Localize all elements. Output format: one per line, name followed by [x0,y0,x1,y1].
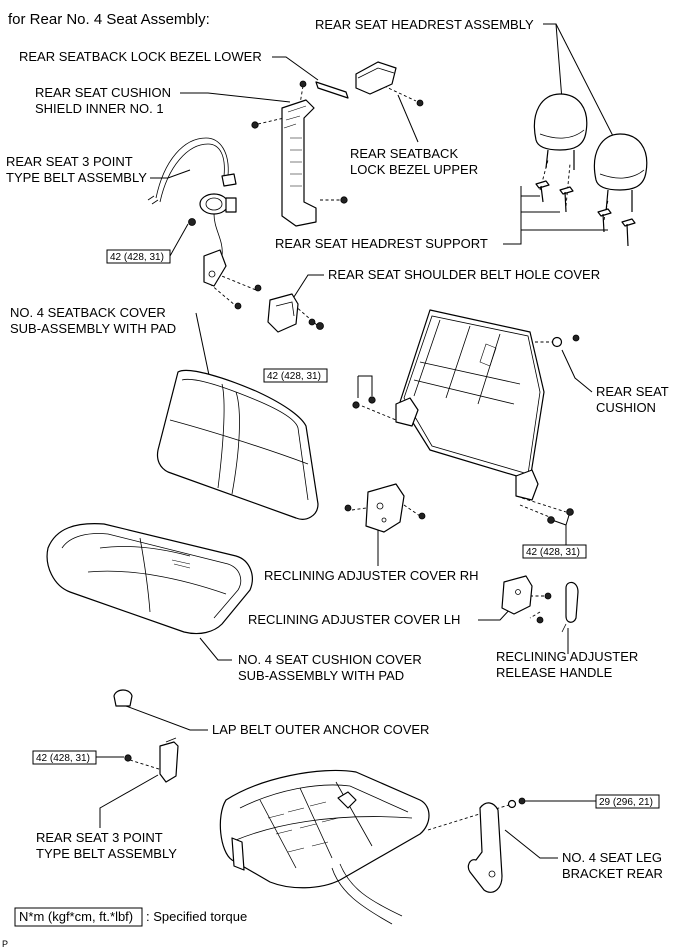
label-headrest-support: REAR SEAT HEADREST SUPPORT [275,236,488,251]
torque-legend: N*m (kgf*cm, ft.*lbf) : Specified torque [14,907,247,927]
label-recliner-cover-rh: RECLINING ADJUSTER COVER RH [264,568,479,583]
torque-frame-right: 42 (428, 31) [526,547,580,558]
legend-unit: N*m (kgf*cm, ft.*lbf) [19,909,133,924]
rear-seat-headrest-supports [535,180,636,247]
label-cushion-shield-line1: REAR SEAT CUSHION [35,85,171,100]
torque-frame-left: 42 (428, 31) [267,371,321,382]
torque-belt-bottom: 42 (428, 31) [36,753,90,764]
label-seatback-cover-line1: NO. 4 SEATBACK COVER [10,305,166,320]
label-headrest-assembly: REAR SEAT HEADREST ASSEMBLY [315,17,534,32]
figure-code: P [2,939,8,949]
legend-text: : Specified torque [146,909,247,924]
label-recliner-cover-lh: RECLINING ADJUSTER COVER LH [248,612,460,627]
lap-belt-outer-anchor-cover [113,689,133,707]
reclining-adjuster-cover-rh [344,483,426,533]
rear-seatback-lock-bezel-upper [355,61,424,107]
label-belt-bottom-line1: REAR SEAT 3 POINT [36,830,163,845]
reclining-adjuster-cover-lh [501,575,552,624]
label-cushion-shield-line2: SHIELD INNER NO. 1 [35,101,164,116]
label-leg-bracket-line2: BRACKET REAR [562,866,663,881]
leader-lines [96,23,615,859]
no4-seatback-cover-with-pad [156,369,319,520]
label-rear-seat-cushion-line2: CUSHION [596,400,656,415]
rear-seat-3-point-belt-upper [147,137,262,310]
rear-seatback-lock-bezel-lower [299,80,349,99]
label-lock-bezel-upper-line2: LOCK BEZEL UPPER [350,162,478,177]
torque-spec-boxes: 42 (428, 31) 42 (428, 31) 42 (428, 31) 4… [32,249,660,809]
label-seat-cushion-cover-line2: SUB-ASSEMBLY WITH PAD [238,668,404,683]
label-belt-bottom-line2: TYPE BELT ASSEMBLY [36,846,177,861]
rear-seatback-frame [352,309,580,524]
torque-belt-top: 42 (428, 31) [110,252,164,263]
label-release-handle-line1: RECLINING ADJUSTER [496,649,638,664]
torque-leg-bracket: 29 (296, 21) [599,797,653,808]
rear-seat-headrest-left [533,93,588,170]
reclining-adjuster-release-handle [561,581,579,633]
label-rear-seat-cushion-line1: REAR SEAT [596,384,669,399]
no4-seat-leg-bracket-rear [467,797,526,893]
rear-seat-cushion-frame [219,769,430,925]
label-seatback-cover-line2: SUB-ASSEMBLY WITH PAD [10,321,176,336]
no4-seat-cushion-cover-with-pad [46,523,253,635]
label-shoulder-belt-hole-cover: REAR SEAT SHOULDER BELT HOLE COVER [328,267,600,282]
diagram-heading: for Rear No. 4 Seat Assembly: [8,11,210,28]
rear-seat-headrest-right [593,133,648,213]
label-leg-bracket-line1: NO. 4 SEAT LEG [562,850,662,865]
label-lock-bezel-upper-line1: REAR SEATBACK [350,146,458,161]
part-labels: REAR SEAT HEADREST ASSEMBLY REAR SEATBAC… [6,17,669,881]
label-belt-top-line1: REAR SEAT 3 POINT [6,154,133,169]
rear-seat-shoulder-belt-hole-cover [267,293,324,333]
rear-seat-cushion-shield-inner [251,99,348,227]
label-lap-belt-cover: LAP BELT OUTER ANCHOR COVER [212,722,429,737]
label-release-handle-line2: RELEASE HANDLE [496,665,613,680]
label-seat-cushion-cover-line1: NO. 4 SEAT CUSHION COVER [238,652,422,667]
label-belt-top-line2: TYPE BELT ASSEMBLY [6,170,147,185]
rear-seat-3-point-belt-lower [124,737,179,783]
label-lock-bezel-lower: REAR SEATBACK LOCK BEZEL LOWER [19,49,262,64]
